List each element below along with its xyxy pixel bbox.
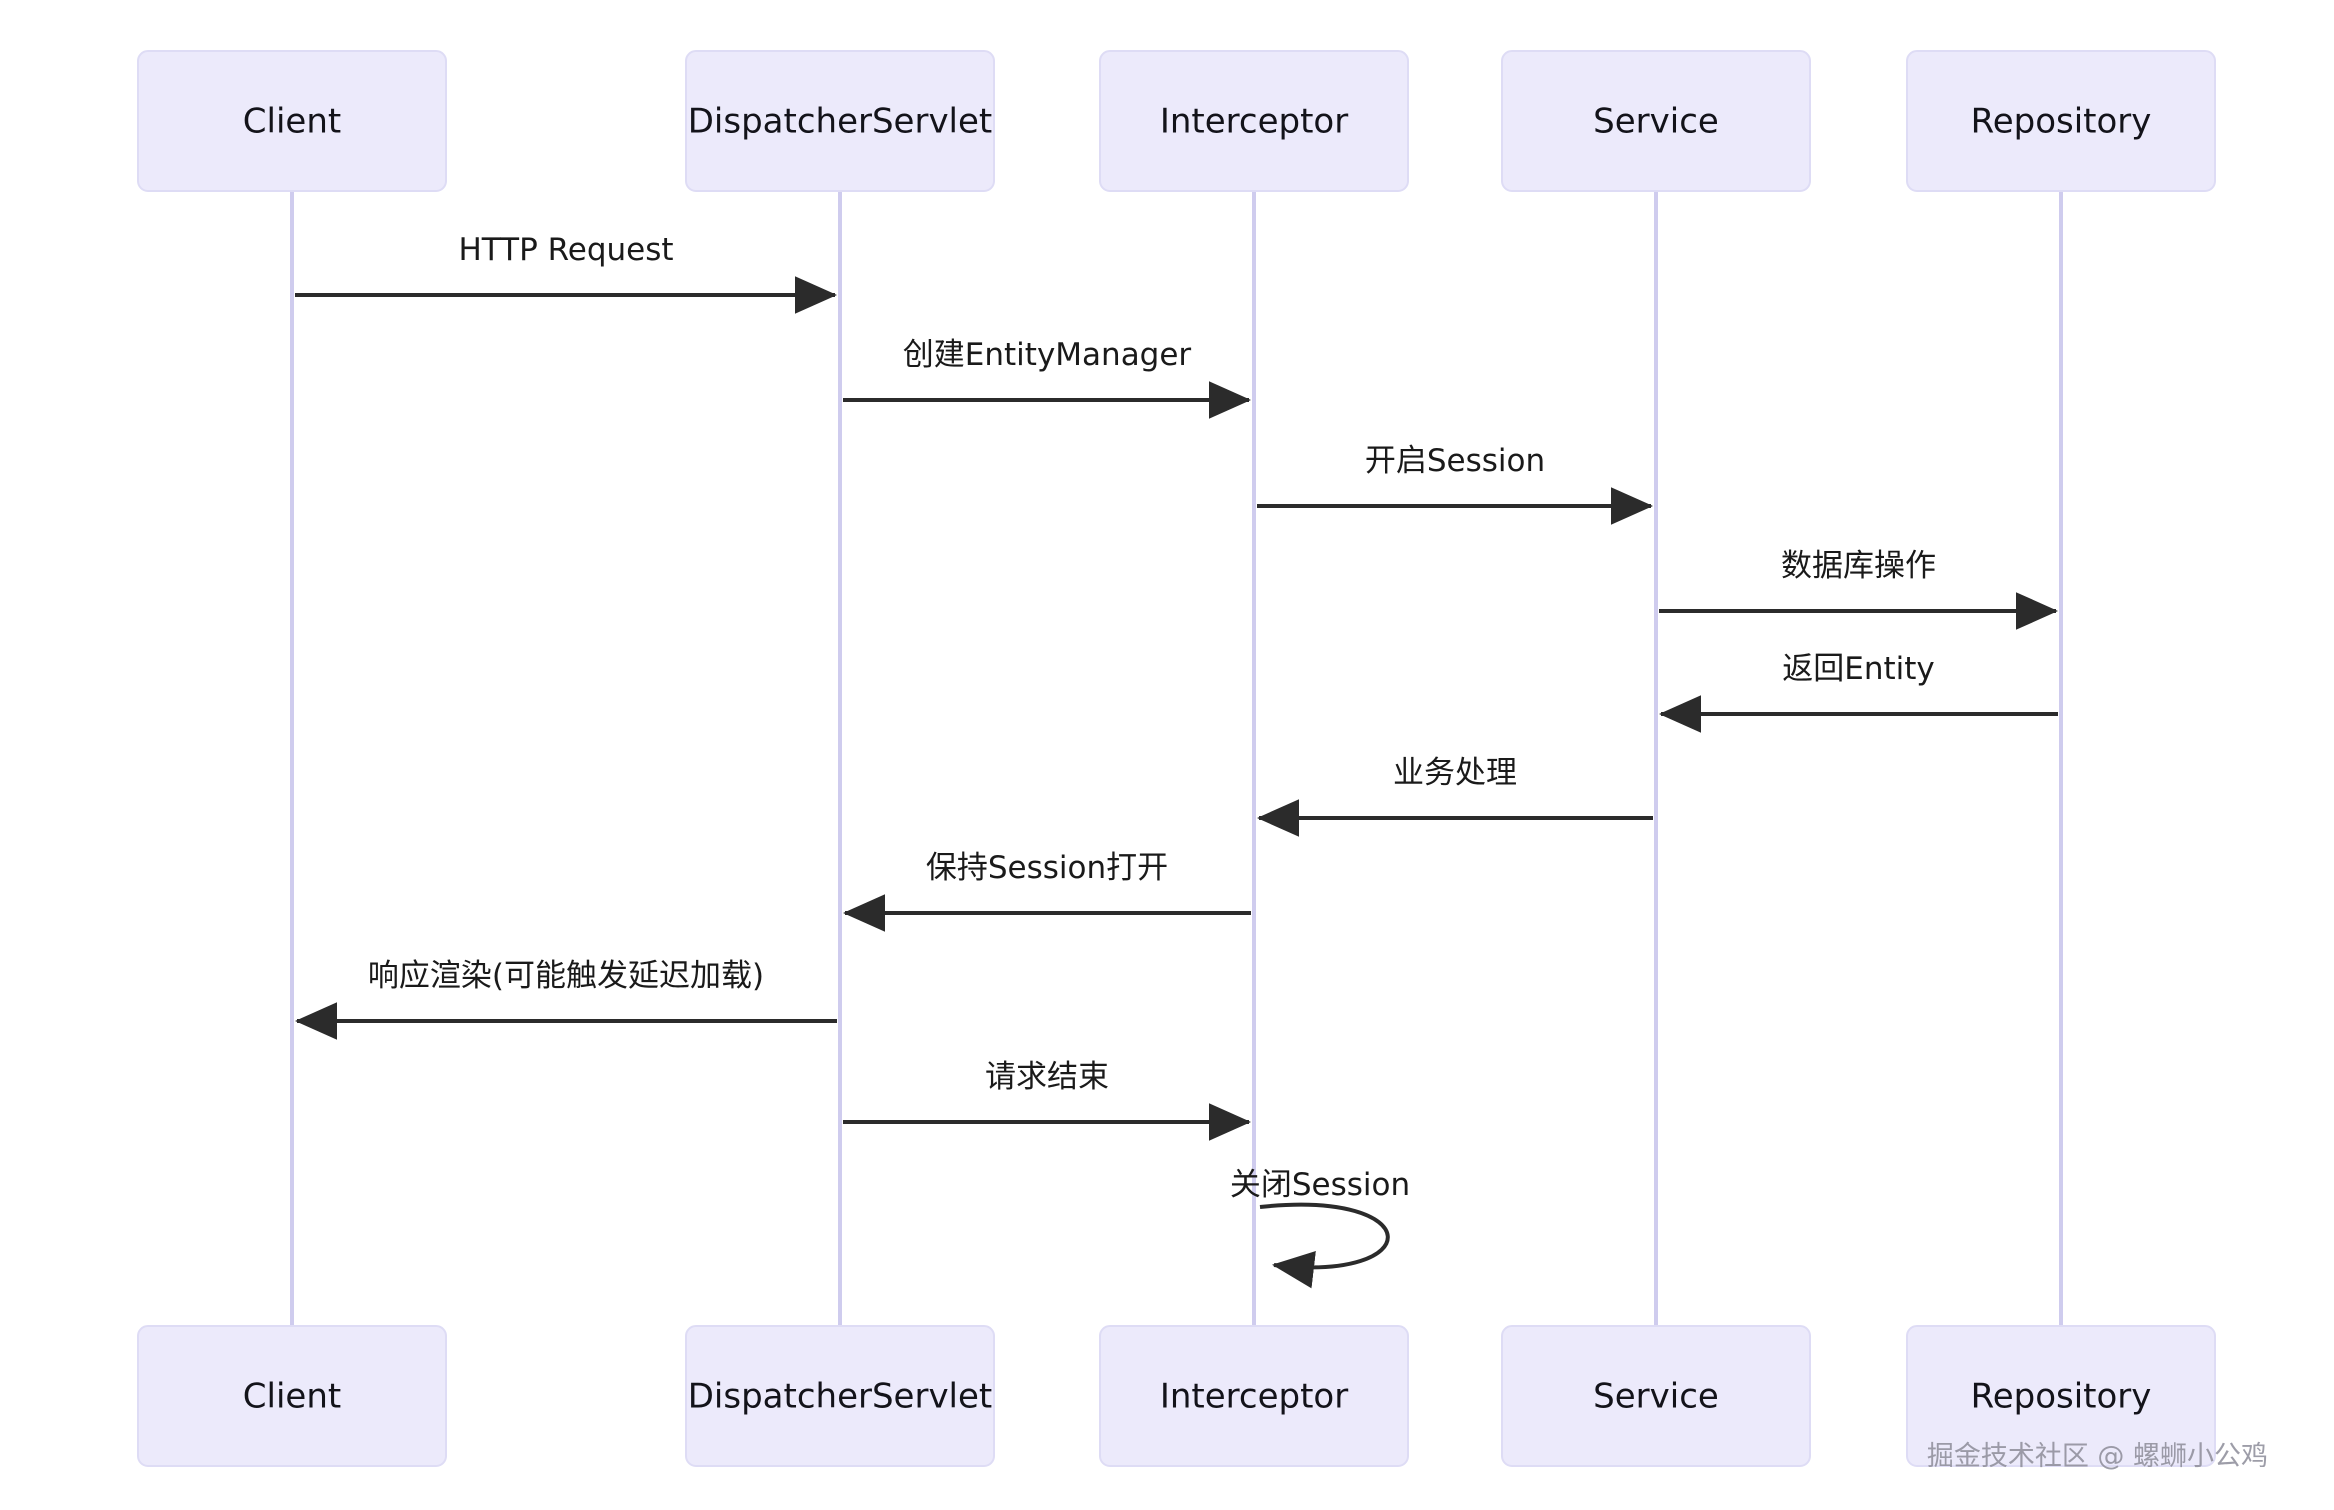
actor-boxes-bottom-group: Client DispatcherServlet Interceptor Servic…: [137, 1325, 2216, 1467]
actor-box-top-dispatcher[interactable]: DispatcherServlet: [685, 50, 995, 192]
actor-box-rect: [1906, 1325, 2216, 1467]
actor-box-top-repository[interactable]: Repository: [1906, 50, 2216, 192]
actor-box-top-service[interactable]: Service: [1501, 50, 1811, 192]
message-m2[interactable]: 创建EntityManager: [843, 337, 1251, 419]
message-m7[interactable]: 保持Session打开: [843, 850, 1251, 932]
actor-label-dispatcher: DispatcherServlet: [688, 1377, 993, 1417]
actor-box-rect: [685, 1325, 995, 1467]
actor-box-rect: [1501, 50, 1811, 192]
actor-box-top-client[interactable]: Client: [137, 50, 447, 192]
actor-box-rect: [1099, 50, 1409, 192]
actor-label-service: Service: [1593, 102, 1719, 142]
message-label-m4: 数据库操作: [1781, 548, 1936, 584]
message-m3[interactable]: 开启Session: [1257, 443, 1653, 525]
watermark-label: 掘金技术社区 @ 螺蛳小公鸡: [1927, 1441, 2268, 1472]
message-m6[interactable]: 业务处理: [1257, 755, 1653, 837]
actor-box-bottom-service[interactable]: Service: [1501, 1325, 1811, 1467]
actor-box-top-interceptor[interactable]: Interceptor: [1099, 50, 1409, 192]
lifelines-group: [290, 191, 2063, 1326]
actor-box-rect: [137, 50, 447, 192]
actor-label-interceptor: Interceptor: [1160, 1377, 1348, 1417]
actor-box-bottom-client[interactable]: Client: [137, 1325, 447, 1467]
actor-label-client: Client: [243, 102, 341, 142]
message-m4[interactable]: 数据库操作: [1659, 548, 2058, 630]
actor-box-bottom-repository[interactable]: Repository: [1906, 1325, 2216, 1467]
message-label-m3: 开启Session: [1365, 443, 1545, 479]
actor-label-repository: Repository: [1971, 1377, 2152, 1417]
message-label-m8: 响应渲染(可能触发延迟加载): [368, 958, 764, 994]
message-label-m2: 创建EntityManager: [903, 337, 1192, 373]
message-m9[interactable]: 请求结束: [843, 1059, 1251, 1141]
message-label-m1: HTTP Request: [458, 232, 673, 268]
actor-box-rect: [685, 50, 995, 192]
message-m1[interactable]: HTTP Request: [295, 232, 837, 314]
actor-label-repository: Repository: [1971, 102, 2152, 142]
actor-label-dispatcher: DispatcherServlet: [688, 102, 993, 142]
actor-box-bottom-interceptor[interactable]: Interceptor: [1099, 1325, 1409, 1467]
message-m5[interactable]: 返回Entity: [1659, 651, 2058, 733]
actor-label-interceptor: Interceptor: [1160, 102, 1348, 142]
message-label-m10: 关闭Session: [1230, 1167, 1410, 1203]
self-loop-arrow: [1259, 1202, 1390, 1289]
actor-boxes-top-group: Client DispatcherServlet Interceptor Servic…: [137, 50, 2216, 192]
actor-box-rect: [1501, 1325, 1811, 1467]
message-label-m7: 保持Session打开: [926, 850, 1168, 886]
actor-label-client: Client: [243, 1377, 341, 1417]
actor-box-rect: [1099, 1325, 1409, 1467]
message-m10[interactable]: 关闭Session: [1230, 1167, 1410, 1289]
actor-box-bottom-dispatcher[interactable]: DispatcherServlet: [685, 1325, 995, 1467]
actor-label-service: Service: [1593, 1377, 1719, 1417]
actor-box-rect: [137, 1325, 447, 1467]
message-label-m9: 请求结束: [985, 1059, 1109, 1095]
message-label-m5: 返回Entity: [1782, 651, 1935, 687]
actor-box-rect: [1906, 50, 2216, 192]
message-m8[interactable]: 响应渲染(可能触发延迟加载): [295, 958, 837, 1040]
message-label-m6: 业务处理: [1393, 755, 1517, 791]
messages-group: HTTP Request 创建EntityManager 开启Session 数据库操…: [295, 232, 2058, 1289]
